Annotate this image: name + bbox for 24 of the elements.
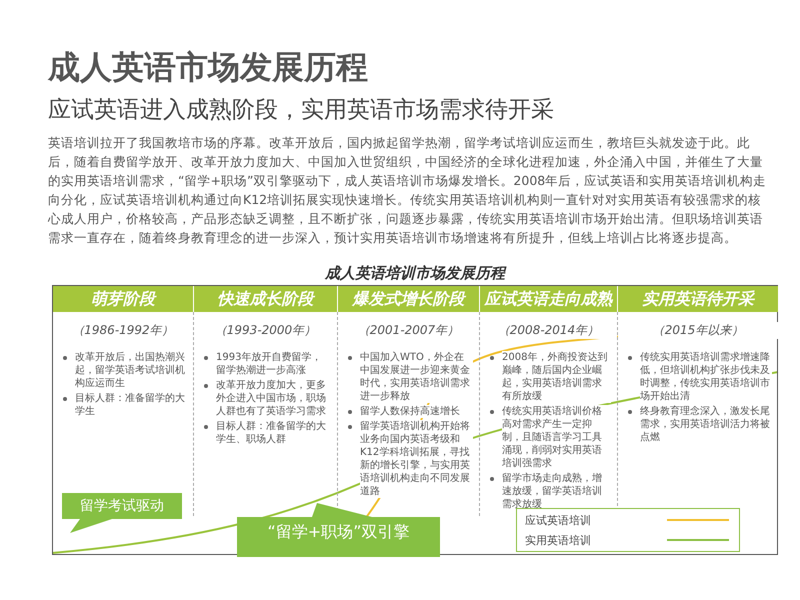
stage-header: 应试英语走向成熟: [480, 286, 617, 312]
stage-header: 快速成长阶段: [194, 286, 337, 312]
page-title: 成人英语市场发展历程: [48, 47, 368, 88]
period-label: （2015年以来）: [618, 322, 778, 339]
bullet-text: 留学英语培训机构开始将业务向国内英语考级和K12学科培训拓展，寻找新的增长引擎，与实用英语培训机构走向不同发展道路: [360, 420, 473, 498]
chart-title: 成人英语培训市场发展历程: [324, 264, 508, 283]
callout-text: “留学+职场”双引擎: [266, 522, 410, 543]
bullet-text: 改革开放后，出国热潮兴起，留学英语考试培训机构应运而生: [75, 351, 187, 390]
bullet-text: 传统实用英语培训价格高对需求产生一定抑制，且随语言学习工具涌现，削弱对实用英语培训强需求: [502, 405, 611, 470]
bullet-text: 2008年，外商投资达到巅峰，随后国内企业崛起，实用英语培训需求有所放缓: [502, 351, 611, 403]
stage-header: 萌芽阶段: [53, 286, 193, 312]
callout-bubble: [237, 503, 440, 557]
stage-header: 爆发式增长阶段: [338, 286, 479, 312]
legend-label: 应试英语培训: [525, 513, 591, 528]
stage-header: 实用英语待开采: [618, 286, 778, 312]
callout-bubble: [62, 493, 182, 533]
bullet-text: 目标人群：准备留学的大学生: [75, 392, 187, 418]
legend-label: 实用英语培训: [525, 533, 591, 548]
bullet-text: 传统实用英语培训需求增速降低，但培训机构扩张步伐未及时调整，传统实用英语培训市场开始出清: [640, 351, 772, 403]
intro-paragraph: 英语培训拉开了我国教培市场的序幕。改革开放后，国内掀起留学热潮，留学考试培训应运而生，教培巨头就发迹于此。此后，随着自费留学放开、改革开放力度加大、中国加入世贸组织，中国经济的全球化进程加速，外企涌入中国，并催生了大量的实用英语培训需求，“留学+职场”双引擎驱动下，成人英语培训市场爆发增长。2008年后，应试英语和实用英语培训机构走向分化，应试英语培训机构通过向K12培训拓展实现快速增长。传统实用英语培训机构则一直针对对实用英语有较强需求的核心成人用户，价格较高，产品形态缺乏调整，且不断扩张，问题逐步暴露，传统实用英语培训市场开始出清。但职场培训英语需求一直存在，随着终身教育理念的进一步深入，预计实用英语培训市场增速将有所提升，但线上培训占比将逐步提高。: [48, 134, 768, 247]
subtitle: 应试英语进入成熟阶段，实用英语市场需求待开采: [48, 96, 554, 125]
callout-text: 留学考试驱动: [79, 497, 165, 515]
bullet-text: 中国加入WTO，外企在中国发展进一步迎来黄金时代，实用英语培训需求进一步释放: [360, 351, 473, 403]
bullet-text: 终身教育理念深入，激发长尾需求，实用英语培训活力将被点燃: [640, 405, 772, 444]
